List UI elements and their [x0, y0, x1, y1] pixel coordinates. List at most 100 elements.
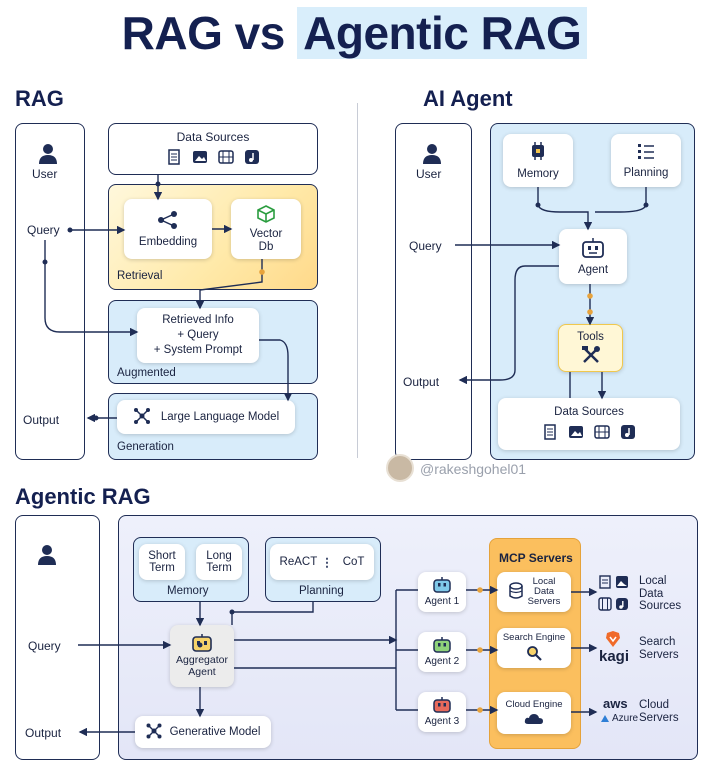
llm-label: Large Language Model	[160, 411, 280, 423]
long-term-card: Long Term	[196, 544, 242, 580]
robot-icon	[191, 633, 213, 656]
video-icon	[218, 149, 234, 170]
section-divider	[357, 103, 358, 458]
audio-icon	[244, 149, 260, 170]
image-icon	[192, 149, 208, 170]
agent-user-column	[395, 123, 472, 460]
mcp-servers-label: MCP Servers	[499, 551, 573, 565]
react-label: ReACT	[279, 556, 318, 568]
retrieval-label: Retrieval	[117, 270, 163, 282]
network-icon	[133, 407, 151, 428]
page-title: RAG vs Agentic RAG	[0, 6, 709, 60]
aws-logo: aws	[603, 696, 628, 711]
agentic-query-label: Query	[28, 639, 61, 653]
agent-data-sources-card: Data Sources	[498, 398, 680, 450]
agent2-card: Agent 2	[418, 632, 466, 672]
generative-model-card: Generative Model	[135, 716, 271, 748]
agent-output-label: Output	[403, 375, 440, 389]
embedding-label: Embedding	[138, 235, 198, 248]
robot-icon	[581, 237, 605, 261]
agent2-label: Agent 2	[424, 656, 460, 667]
embedding-card: Embedding	[124, 199, 212, 259]
tools-icon	[581, 345, 601, 366]
agent-data-sources-label: Data Sources	[554, 405, 624, 418]
document-icon	[166, 149, 182, 170]
database-icon	[508, 581, 524, 603]
augmented-label: Augmented	[117, 367, 176, 379]
local-data-servers-label: Local Data Servers	[527, 576, 561, 607]
local-data-sources-label: Local Data Sources	[639, 575, 682, 613]
local-data-servers-card: Local Data Servers	[497, 572, 571, 612]
document-icon	[598, 575, 612, 594]
generation-label: Generation	[117, 441, 174, 453]
title-part2: Agentic RAG	[297, 7, 588, 59]
agent-label: Agent	[577, 263, 609, 276]
planning-methods-card: ReACT ⋮ CoT	[270, 544, 374, 580]
tools-card: Tools	[558, 324, 623, 372]
checklist-icon	[637, 142, 655, 163]
user-icon	[37, 143, 59, 170]
title-part1: RAG vs	[121, 7, 298, 59]
cloud-icon	[524, 713, 544, 728]
agent-query-label: Query	[409, 239, 442, 253]
rag-heading: RAG	[15, 86, 64, 111]
robot-icon	[432, 577, 452, 596]
cube-icon	[257, 204, 275, 227]
retrieved-info-card: Retrieved Info + Query + System Prompt	[137, 308, 259, 363]
image-icon	[615, 575, 629, 594]
search-icon	[526, 645, 542, 664]
agentic-user-column	[15, 515, 100, 760]
cloud-servers-label: Cloud Servers	[639, 699, 679, 724]
user-icon	[421, 143, 443, 170]
generative-label: Generative Model	[169, 726, 261, 738]
chip-icon	[528, 141, 548, 164]
agentic-memory-label: Memory	[167, 585, 209, 597]
vector-db-label: Vector Db	[249, 228, 283, 253]
user-icon	[36, 544, 58, 571]
robot-icon	[432, 697, 452, 716]
share-nodes-icon	[157, 210, 179, 232]
rag-data-sources-box: Data Sources	[108, 123, 318, 175]
agent-card: Agent	[559, 229, 627, 284]
tools-label: Tools	[577, 330, 604, 343]
audio-icon	[615, 597, 629, 616]
memory-label: Memory	[517, 168, 559, 180]
cot-label: CoT	[342, 556, 365, 568]
llm-card: Large Language Model	[117, 400, 295, 434]
azure-logo: Azure	[600, 713, 638, 724]
aggregator-agent-card: Aggregator Agent	[170, 625, 234, 687]
search-engine-card: Search Engine	[497, 628, 571, 668]
video-icon	[598, 597, 612, 616]
agent1-label: Agent 1	[424, 596, 460, 607]
local-source-icons	[598, 575, 634, 616]
image-icon	[568, 424, 584, 443]
vector-db-card: Vector Db	[231, 199, 301, 259]
rag-user-label: User	[32, 167, 58, 181]
kagi-logo: kagi	[599, 648, 630, 665]
author-handle[interactable]: @rakeshgohel01	[420, 461, 527, 477]
agentic-heading: Agentic RAG	[15, 484, 151, 509]
planning-card: Planning	[611, 134, 681, 187]
rag-data-sources-label: Data Sources	[176, 130, 250, 144]
video-icon	[594, 424, 610, 443]
planning-label: Planning	[623, 167, 669, 179]
azure-label: Azure	[612, 713, 639, 724]
rag-output-label: Output	[23, 413, 60, 427]
cloud-engine-card: Cloud Engine	[497, 692, 571, 734]
author-avatar	[386, 454, 414, 482]
agentic-planning-label: Planning	[299, 585, 344, 597]
network-icon	[146, 723, 162, 742]
document-icon	[542, 423, 558, 443]
memory-card: Memory	[503, 134, 573, 187]
short-term-card: Short Term	[139, 544, 185, 580]
agent1-card: Agent 1	[418, 572, 466, 612]
agent3-label: Agent 3	[424, 716, 460, 727]
brave-icon	[605, 630, 621, 653]
agent-user-label: User	[416, 167, 442, 181]
rag-query-label: Query	[27, 223, 60, 237]
aggregator-label: Aggregator Agent	[176, 654, 228, 678]
audio-icon	[620, 424, 636, 443]
agent-heading: AI Agent	[423, 86, 513, 111]
search-engine-label: Search Engine	[502, 632, 566, 643]
cloud-engine-label: Cloud Engine	[505, 698, 563, 710]
